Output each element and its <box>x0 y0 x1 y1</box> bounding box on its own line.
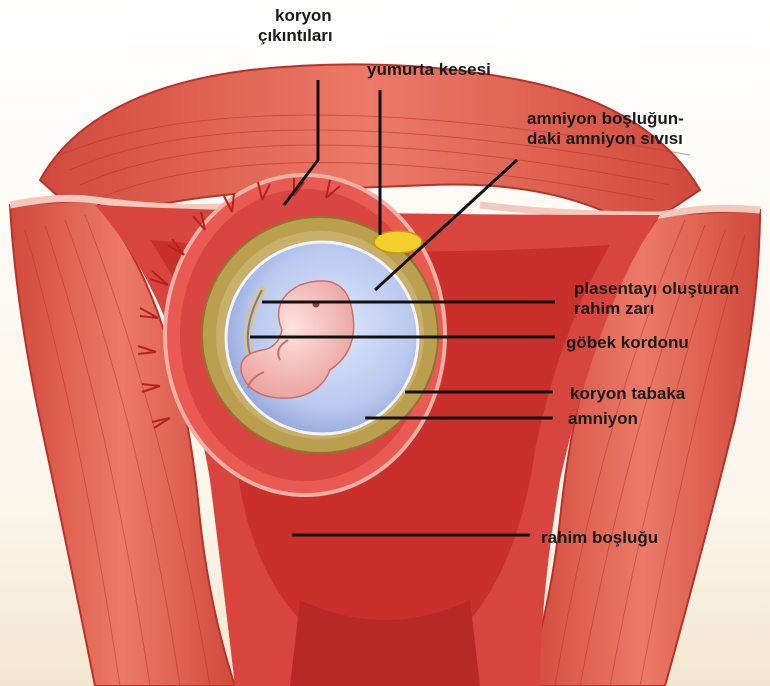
label-chorion: koryon tabaka <box>570 384 685 403</box>
label-decidua-line2: rahim zarı <box>574 299 654 318</box>
label-amniotic-fluid-line2: daki amniyon sıvısı <box>527 129 683 148</box>
label-umbilical-cord: göbek kordonu <box>566 333 689 352</box>
label-yolk-sac: yumurta kesesi <box>367 60 491 79</box>
label-decidua-line1: plasentayı oluşturan <box>574 279 739 298</box>
label-uterine-cavity: rahim boşluğu <box>541 528 658 547</box>
label-chorionic-villi-line2: çıkıntıları <box>258 26 333 45</box>
label-chorionic-villi-line1: koryon <box>275 6 332 25</box>
label-amnion: amniyon <box>568 409 638 428</box>
label-amniotic-fluid-line1: amniyon boşluğun- <box>527 109 684 128</box>
